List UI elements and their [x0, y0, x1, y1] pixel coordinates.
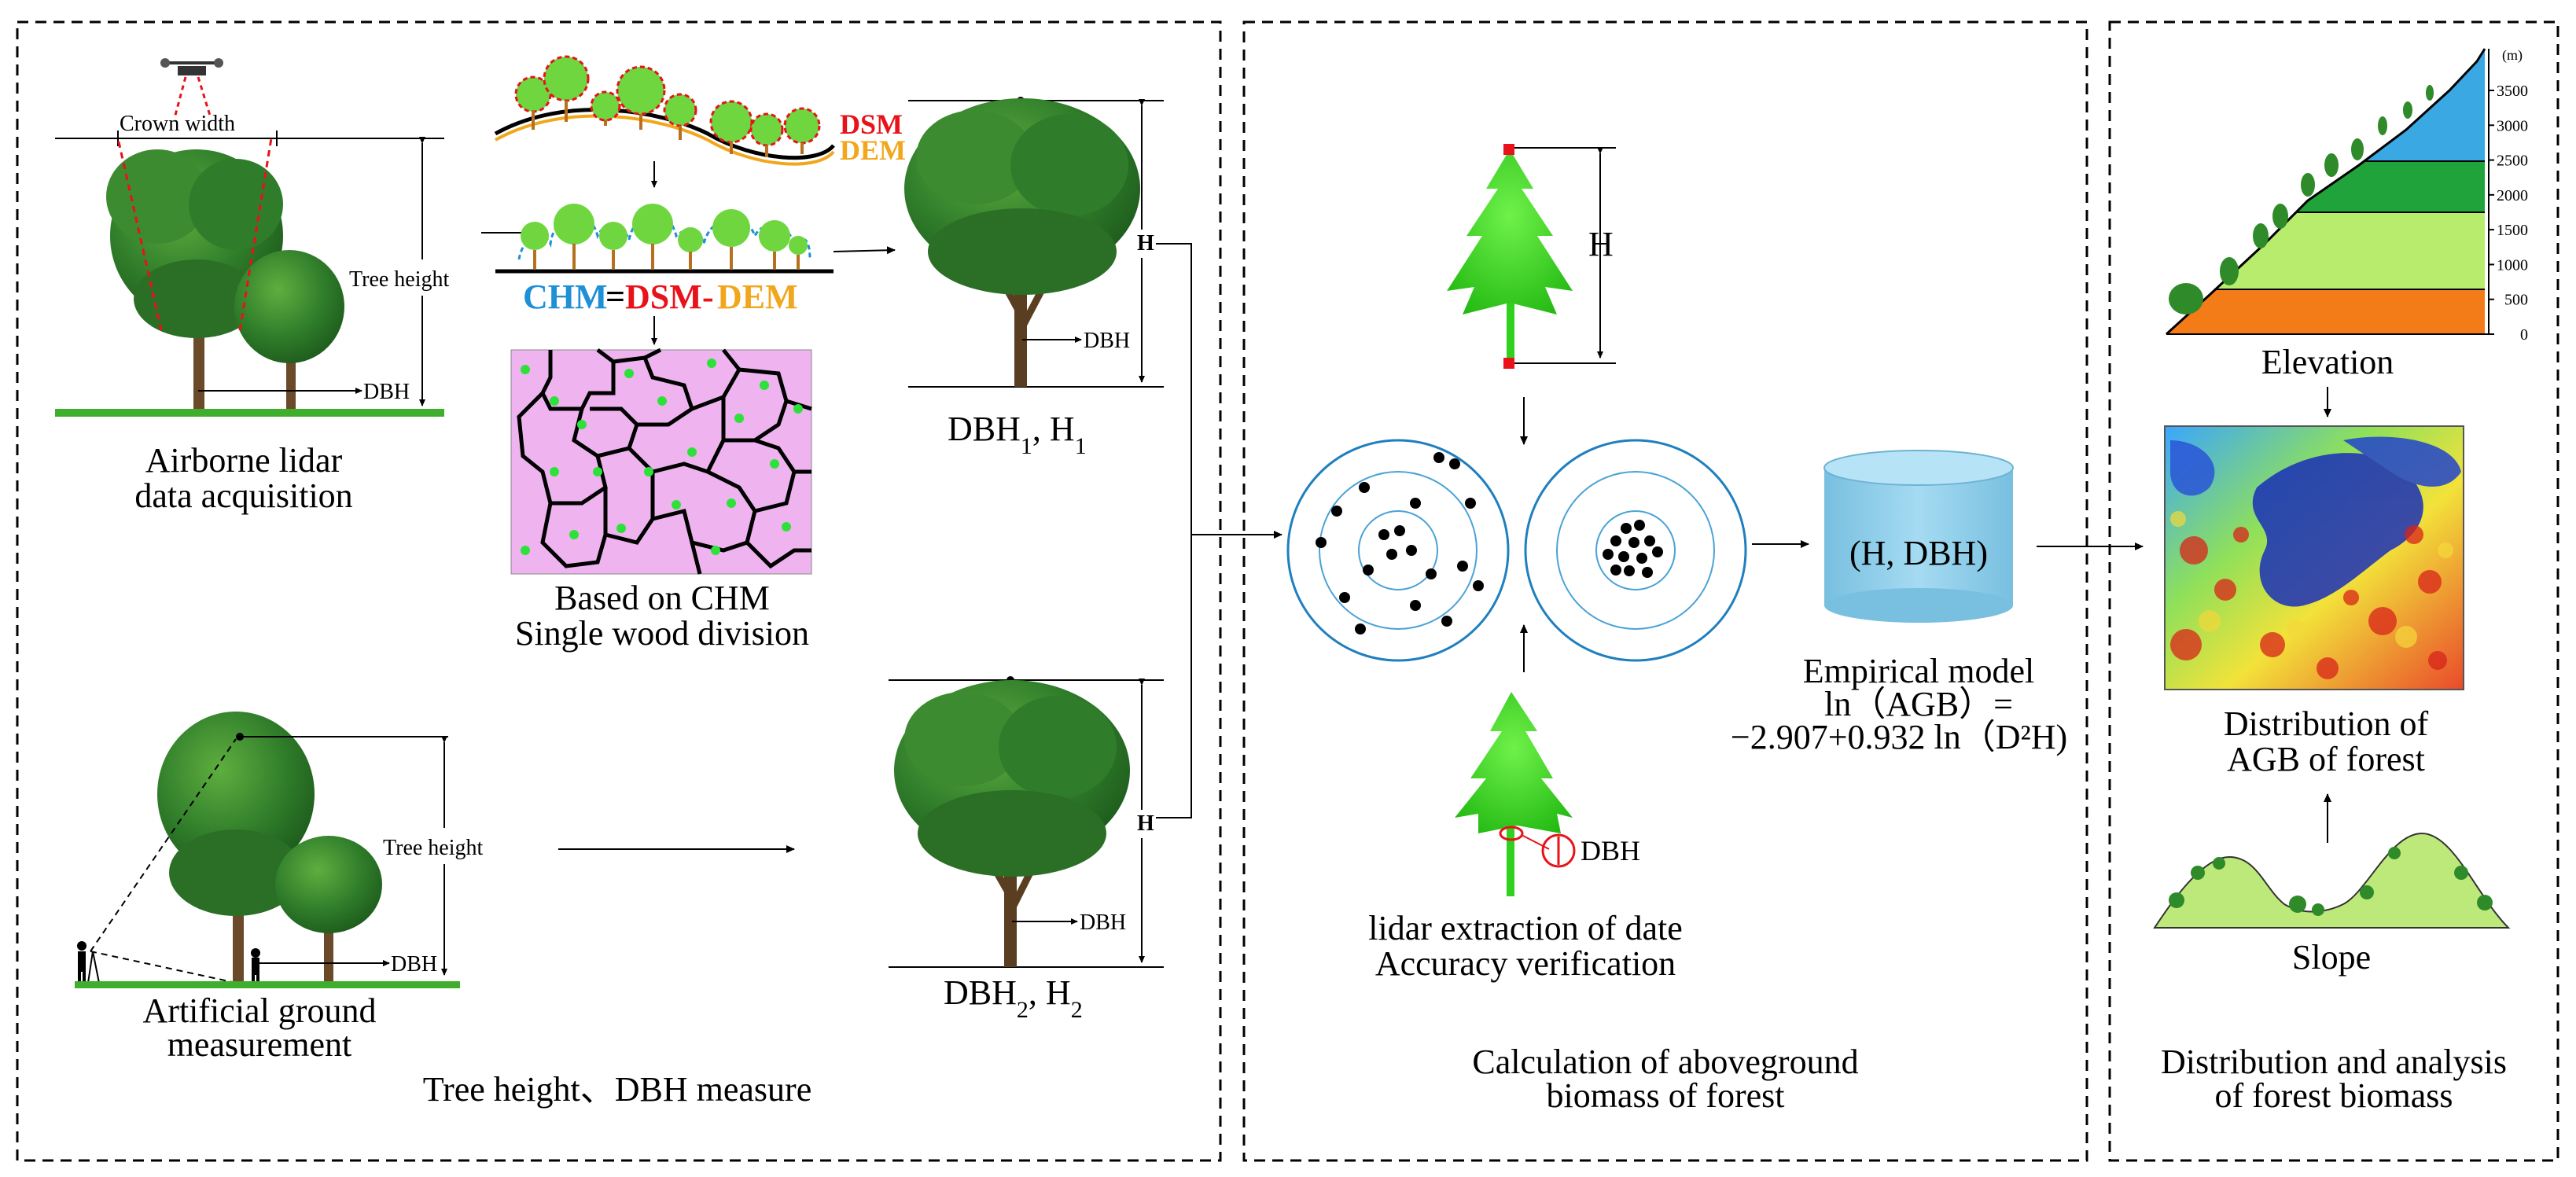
- middle-caption-line1: Calculation of aboveground: [1472, 1043, 1858, 1081]
- elevation-tick-label: 1000: [2497, 256, 2528, 274]
- formula-chm: CHM: [523, 278, 608, 316]
- elevation-chart: (m) 3500 3000 2500 2000 1500 1000 500 0: [2165, 47, 2528, 344]
- airborne-caption-line2: data acquisition: [134, 476, 352, 515]
- drone-icon: [160, 58, 223, 119]
- tree2-h-label: H: [1137, 811, 1154, 836]
- elevation-tick-label: 2500: [2497, 153, 2528, 170]
- elevation-caption: Elevation: [2261, 343, 2394, 381]
- slope-caption: Slope: [2292, 938, 2371, 977]
- merge-bracket: [1156, 243, 1282, 818]
- left-panel-caption: Tree height、DBH measure: [423, 1070, 812, 1109]
- elevation-tick-label: 2000: [2497, 187, 2528, 204]
- lidar-h-label: H: [1588, 225, 1614, 263]
- model-line1: Empirical model: [1803, 652, 2034, 690]
- right-caption-line2: of forest biomass: [2214, 1076, 2453, 1115]
- agb-caption-line1: Distribution of: [2224, 704, 2429, 743]
- ground-tree-large: [157, 712, 315, 983]
- panel-frames: [16, 20, 2559, 1162]
- elevation-tick-label: 3500: [2497, 83, 2528, 100]
- lidar-caption-line1: lidar extraction of date: [1368, 909, 1682, 947]
- dsm-crowns: [514, 55, 821, 147]
- ground-tree-small: [275, 836, 382, 983]
- lidar-dbh-label: DBH: [1581, 835, 1640, 866]
- dem-curve: [495, 114, 835, 166]
- formula-minus: -: [702, 278, 714, 316]
- elevation-trees: [2169, 85, 2434, 314]
- ground-caption-line1: Artificial ground: [143, 991, 377, 1030]
- formula-dem: DEM: [717, 278, 798, 316]
- dem-label: DEM: [840, 134, 906, 166]
- panel-biomass-calc-frame: [1242, 20, 2088, 1162]
- ground-measurement-illustration: Tree height DBH Artificial ground measur…: [75, 712, 523, 1064]
- terrain-curve-top: [494, 108, 835, 160]
- tree2-caption: DBH2, H2: [944, 973, 1083, 1023]
- dbh-label: DBH: [363, 380, 410, 404]
- formula-dsm: DSM: [625, 278, 702, 316]
- elevation-tick-label: 1500: [2497, 222, 2528, 239]
- chm-diagram: DSM DEM CHM = DSM - DEM: [494, 55, 906, 653]
- ground-tree-height-label: Tree height: [383, 836, 484, 860]
- chm-caption-line1: Based on CHM: [554, 579, 770, 617]
- surveyor-icon: [77, 941, 100, 984]
- tree-measure-lidar: H DBH DBH1, H1: [904, 97, 1164, 459]
- elevation-axis-ticks: 3500 3000 2500 2000 1500 1000 500 0: [2489, 83, 2528, 344]
- crown-width-label: Crown width: [120, 112, 235, 136]
- formula-equals: =: [605, 278, 625, 316]
- middle-caption-line2: biomass of forest: [1546, 1076, 1784, 1115]
- chm-crowns: [521, 204, 808, 255]
- right-caption-line1: Distribution and analysis: [2161, 1043, 2507, 1081]
- tree1-h-label: H: [1137, 231, 1154, 256]
- airborne-tree-small: [234, 250, 344, 417]
- ground-dbh-label: DBH: [391, 952, 437, 977]
- tree1-caption: DBH1, H1: [948, 410, 1087, 459]
- plot-rings-scattered: [1286, 439, 1510, 662]
- tree-height-label: Tree height: [349, 267, 450, 292]
- tree1-dbh-label: DBH: [1084, 329, 1130, 353]
- database-cylinder: (H, DBH): [1823, 450, 2014, 623]
- panel-tree-measure-frame: [16, 20, 1222, 1162]
- lidar-point-cloud-bottom: DBH: [1455, 692, 1640, 896]
- tree2-dbh-label: DBH: [1080, 910, 1126, 935]
- elevation-tick-label: 0: [2520, 326, 2528, 344]
- airborne-lidar-illustration: Crown width Tree height DBH Airborne lid…: [55, 58, 480, 515]
- person-icon: [251, 948, 260, 984]
- panel-distribution-frame: [2108, 20, 2559, 1162]
- lidar-caption-line2: Accuracy verification: [1375, 944, 1676, 983]
- single-tree-segmentation: [510, 348, 812, 575]
- dsm-label: DSM: [840, 109, 903, 140]
- airborne-caption-line1: Airborne lidar: [145, 441, 343, 480]
- database-label: (H, DBH): [1849, 534, 1988, 572]
- model-line2: ln（AGB）=: [1824, 685, 2013, 723]
- model-line3: −2.907+0.932 ln（D²H): [1731, 718, 2067, 756]
- elevation-tick-label: 500: [2504, 292, 2528, 309]
- agb-caption-line2: AGB of forest: [2227, 740, 2425, 778]
- ground-strip: [55, 409, 444, 417]
- chm-caption-line2: Single wood division: [515, 614, 809, 653]
- tree-measure-ground: H DBH DBH2, H2: [889, 676, 1164, 1023]
- slope-illustration: [2153, 832, 2511, 929]
- airborne-tree-large: [106, 149, 283, 417]
- agb-distribution-map: [2164, 425, 2464, 690]
- plot-rings-clustered: [1524, 439, 1747, 662]
- lidar-point-cloud-top: H: [1447, 144, 1616, 369]
- elevation-tick-label: 3000: [2497, 117, 2528, 134]
- elevation-unit: (m): [2502, 47, 2523, 64]
- ground-caption-line2: measurement: [167, 1025, 352, 1064]
